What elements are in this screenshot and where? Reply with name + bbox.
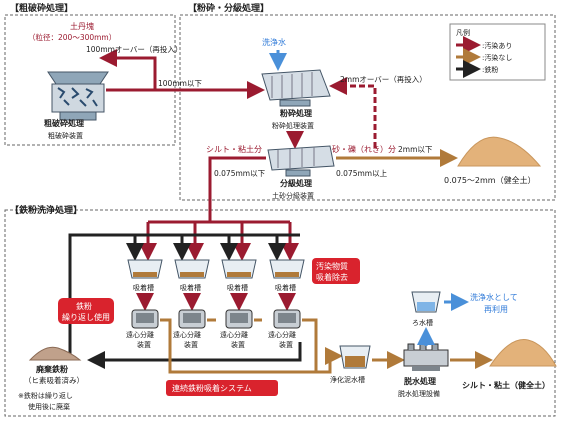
- iron-collect-line: [87, 342, 302, 369]
- system-badge: [166, 380, 278, 396]
- waste-iron-pile-icon: [28, 346, 82, 361]
- waste-label-3: ※鉄粉は繰り返し: [18, 391, 73, 400]
- iron-section-title: 【鉄粉洗浄処理】: [10, 204, 82, 216]
- separator-label-2b: 装置: [184, 340, 198, 349]
- grinding-section-title: 【粉砕・分級処理】: [188, 2, 269, 14]
- feed-size: （粒径：200～300mm）: [28, 32, 116, 42]
- under-0075-label: 0.075mm以下: [214, 169, 266, 178]
- reuse-text-2: 繰り返し使用: [62, 312, 110, 322]
- dewater-unit-icon: [403, 343, 449, 371]
- separator-label-2a: 遠心分離: [173, 330, 201, 339]
- grinder-subtitle: 粉砕処理装置: [272, 121, 314, 130]
- dewater-subtitle: 脱水処理設備: [398, 389, 440, 398]
- legend-contaminated: :汚染あり: [482, 41, 512, 50]
- reuse-water-1: 洗浄水として: [470, 292, 518, 302]
- tank-feed-arrows: [139, 222, 299, 261]
- clean-slurry-line: [160, 318, 343, 374]
- reuse-text-1: 鉄粉: [76, 301, 92, 311]
- grinder-title: 粉砕処理: [280, 108, 312, 118]
- filtrate-tank-icon: [411, 291, 441, 313]
- sand-label: 砂・礫（れき）分: [332, 144, 396, 154]
- adsorption-tanks: [127, 259, 305, 279]
- legend-iron: :鉄粉: [482, 65, 498, 74]
- separator-label-1a: 遠心分離: [126, 330, 154, 339]
- silt-pile-icon: [489, 339, 557, 367]
- reuse-water-2: 再利用: [484, 304, 508, 314]
- coarse-section-frame: [4, 14, 176, 146]
- system-label: 連続鉄粉吸着システム: [172, 383, 252, 393]
- return-2mm-label: 2mmオーバー（再投入）: [340, 74, 427, 84]
- grinding-section-frame: [179, 14, 556, 201]
- tank-to-separator-arrows: [136, 293, 296, 311]
- silt-label: シルト・粘土分: [206, 144, 262, 154]
- dewater-title: 脱水処理: [404, 376, 436, 386]
- waste-label-1: 廃棄鉄粉: [36, 364, 68, 374]
- separator-label-3b: 装置: [231, 340, 245, 349]
- legend: 凡例 :汚染あり :汚染なし :鉄粉: [449, 23, 546, 81]
- mud-tank-label: 浄化泥水槽: [330, 375, 365, 384]
- waste-label-4: 使用後に廃棄: [28, 402, 70, 411]
- svg-text:凡例: 凡例: [456, 28, 470, 37]
- pollutant-text-1: 汚染物質: [316, 261, 348, 271]
- reuse-badge: [58, 298, 114, 324]
- classifier-subtitle: 土砂分級装置: [272, 191, 314, 200]
- grinder-icon: [261, 69, 331, 107]
- return-2mm-arrow: [329, 77, 377, 148]
- tank-label-1: 吸着槽: [133, 283, 154, 292]
- separator-label-1b: 装置: [137, 340, 151, 349]
- separator-label-4b: 装置: [279, 340, 293, 349]
- classifier-icon: [267, 145, 335, 177]
- coarse-subtitle: 粗破砕装置: [48, 131, 83, 140]
- pollutant-badge: [312, 258, 360, 284]
- tank-label-2: 吸着槽: [180, 283, 201, 292]
- under-2mm-label: 2mm以下: [398, 145, 433, 154]
- clean-slurry-branch-4: [302, 318, 318, 372]
- coarse-section-title: 【粗破砕処理】: [10, 2, 73, 14]
- separator-label-3a: 遠心分離: [220, 330, 248, 339]
- silt-product-label: シルト・粘土（健全土）: [462, 380, 550, 390]
- over-0075-label: 0.075mm以上: [336, 169, 388, 178]
- centrifuge-icons: [131, 309, 301, 329]
- filtrate-label: ろ水槽: [412, 318, 433, 327]
- under-100mm-label: 100mm以下: [158, 79, 202, 88]
- mud-tank-icon: [339, 345, 371, 369]
- legend-clean: :汚染なし: [482, 53, 512, 62]
- return-100mm-arrow: [99, 49, 157, 90]
- sand-product-label: 0.075～2mm（健全土）: [444, 175, 536, 185]
- classifier-title: 分級処理: [280, 178, 312, 188]
- return-100mm-label: 100mmオーバー（再投入）: [86, 44, 182, 54]
- waste-label-2: （ヒ素吸着済み）: [24, 375, 84, 385]
- coarse-crusher-icon: [47, 71, 109, 121]
- coarse-title: 粗破砕処理: [44, 118, 84, 128]
- tank-label-3: 吸着槽: [227, 283, 248, 292]
- wash-water-label: 洗浄水: [262, 37, 286, 47]
- feed-label: 土丹塊: [70, 21, 94, 31]
- iron-feed-arrows: [126, 235, 286, 261]
- tank-label-4: 吸着槽: [275, 283, 296, 292]
- separator-label-4a: 遠心分離: [268, 330, 296, 339]
- iron-section-frame: [4, 209, 556, 417]
- sand-pile-icon: [457, 136, 542, 167]
- pollutant-text-2: 吸着除去: [316, 272, 348, 282]
- silt-arrow: [208, 156, 266, 222]
